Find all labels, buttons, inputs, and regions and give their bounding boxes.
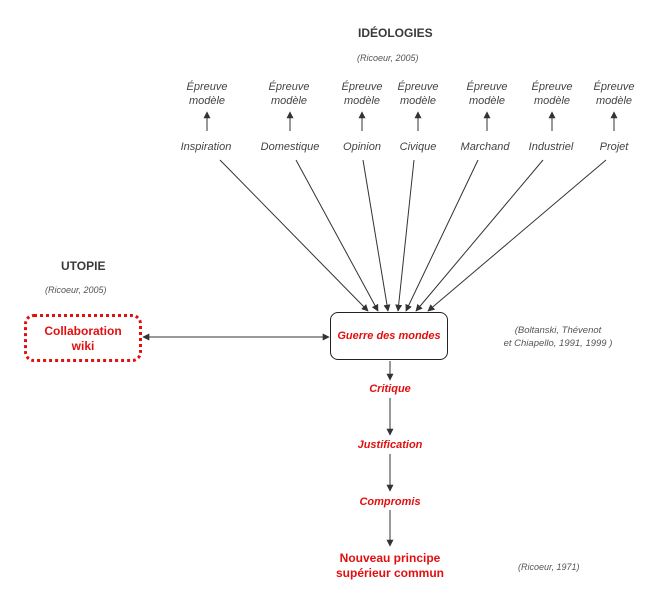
city-marchand: Marchand — [460, 141, 510, 153]
collaboration-wiki-box — [24, 314, 142, 362]
utopie-citation: (Ricoeur, 2005) — [45, 285, 107, 295]
arrow-projet-guerre — [427, 159, 607, 312]
critique-label: Critique — [369, 383, 411, 395]
arrow-industriel-guerre — [415, 159, 544, 312]
ricoeur-1971-citation: (Ricoeur, 1971) — [518, 562, 580, 572]
utopie-title: UTOPIE — [61, 259, 106, 273]
arrow-opinion-guerre — [362, 159, 391, 312]
city-opinion: Opinion — [343, 141, 381, 153]
city-inspiration: Inspiration — [180, 141, 232, 153]
arrow-domestique-guerre — [295, 159, 379, 312]
ideologies-citation: (Ricoeur, 2005) — [357, 53, 419, 63]
city-civique: Civique — [399, 141, 437, 153]
city-industriel: Industriel — [528, 141, 574, 153]
arrow-marchand-guerre — [405, 159, 479, 312]
compromis-label: Compromis — [359, 496, 421, 508]
justification-label: Justification — [357, 439, 423, 451]
guerre-des-mondes-box — [330, 312, 448, 360]
guerre-des-mondes-label: Guerre des mondes — [337, 330, 441, 342]
city-projet: Projet — [599, 141, 629, 153]
ideologies-title: IDÉOLOGIES — [358, 26, 433, 40]
arrow-civique-guerre — [395, 159, 415, 312]
arrow-inspiration-guerre — [219, 159, 369, 312]
city-domestique: Domestique — [260, 141, 320, 153]
